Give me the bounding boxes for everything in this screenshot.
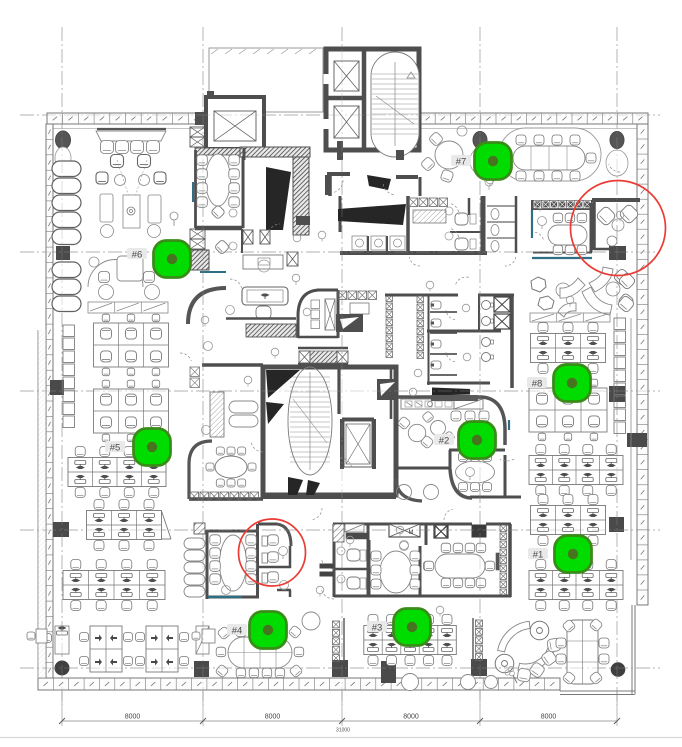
svg-text:8000: 8000 [403,714,419,721]
svg-text:#3: #3 [372,622,383,633]
svg-text:8000: 8000 [125,714,141,721]
svg-text:8000: 8000 [541,714,557,721]
svg-text:#7: #7 [456,156,467,167]
svg-text:M: M [409,530,414,536]
svg-text:#5: #5 [110,442,121,453]
svg-text:#1: #1 [533,549,544,560]
svg-text:#4: #4 [232,625,243,636]
svg-text:8000: 8000 [265,714,281,721]
svg-text:#6: #6 [132,249,143,260]
svg-text:#8: #8 [532,378,543,389]
svg-text:31000: 31000 [336,728,350,734]
svg-text:#2: #2 [439,435,450,446]
